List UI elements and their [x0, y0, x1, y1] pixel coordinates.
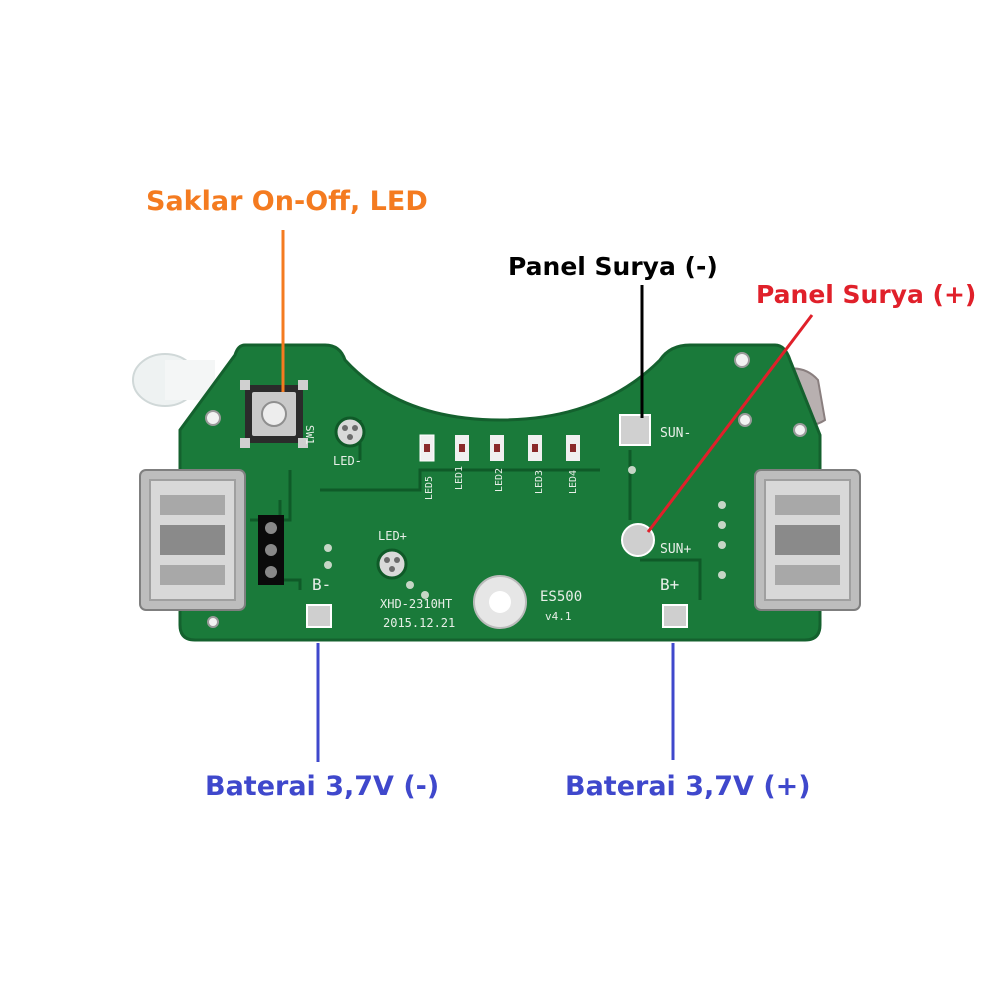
silk-led-minus: LED- [333, 454, 362, 468]
tact-switch [240, 380, 308, 448]
smd-led-5 [419, 434, 435, 462]
silk-part: XHD-2310HT [380, 597, 452, 611]
battery-minus-pad [306, 604, 332, 628]
silk-led5: LED5 [424, 476, 435, 500]
solar-plus-callout: Panel Surya (+) [756, 280, 977, 309]
sun-minus-pad [619, 414, 651, 446]
silk-b-plus: B+ [660, 575, 679, 594]
led-minus-pad [334, 416, 366, 448]
screw-holes [205, 352, 807, 628]
silk-led4: LED4 [568, 470, 579, 494]
smd-leds [419, 434, 580, 462]
battery-plus-pad [662, 604, 688, 628]
silk-led1: LED1 [454, 466, 465, 490]
header-pins [258, 515, 284, 585]
silk-sun-minus: SUN- [660, 426, 691, 441]
switch-callout: Saklar On-Off, LED [146, 186, 428, 217]
usb-port-left [139, 469, 246, 611]
silk-led2: LED2 [494, 468, 505, 492]
mounting-hole [473, 575, 527, 629]
silk-sw1: SW1 [303, 425, 316, 445]
pcb-board [178, 343, 822, 642]
smd-led-2 [490, 435, 504, 461]
vias [324, 466, 726, 599]
solar-plus-leader-line [646, 314, 814, 533]
battery-minus-callout: Baterai 3,7V (-) [205, 771, 440, 802]
smd-led-4 [566, 435, 580, 461]
silk-led3: LED3 [534, 470, 545, 494]
solar-minus-callout: Panel Surya (-) [508, 252, 718, 281]
silk-date: 2015.12.21 [383, 616, 455, 630]
battery-plus-callout: Baterai 3,7V (+) [565, 771, 811, 802]
sun-plus-pad [621, 523, 655, 557]
silk-model: ES500 [540, 589, 582, 605]
silk-version: v4.1 [545, 610, 572, 623]
usb-port-right [754, 469, 861, 611]
silk-b-minus: B- [312, 575, 331, 594]
silk-sun-plus: SUN+ [660, 542, 691, 557]
smd-led-3 [528, 435, 542, 461]
silk-led-plus: LED+ [378, 529, 407, 543]
smd-led-1 [455, 435, 469, 461]
led-bulb [132, 353, 215, 407]
led-plus-pad [376, 548, 408, 580]
